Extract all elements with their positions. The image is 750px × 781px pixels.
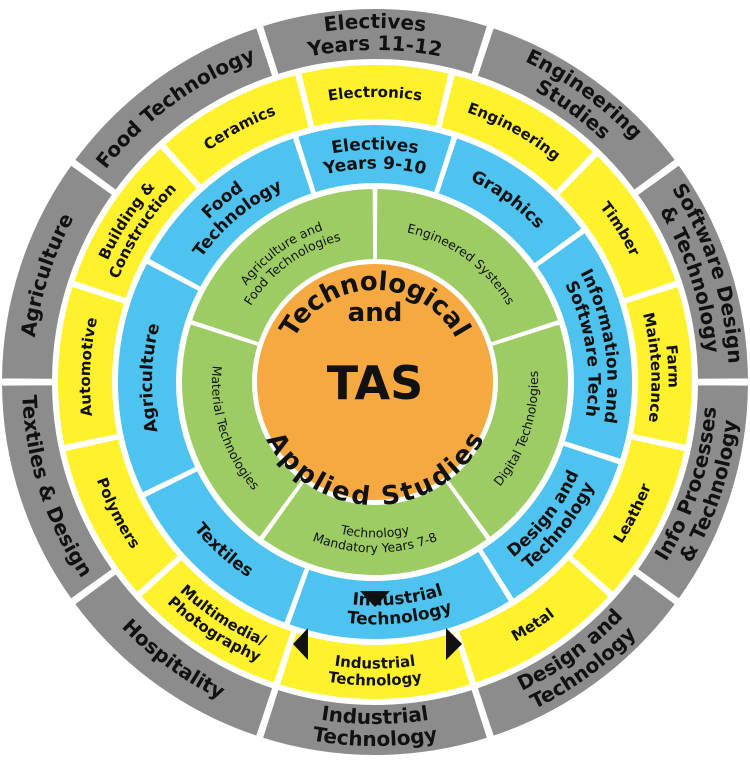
blue-segment-design-and-technology	[479, 443, 622, 602]
yellow-segment-farm-maintenance	[623, 284, 694, 448]
grey-segment-textiles-design	[0, 383, 115, 602]
grey-segment-info-processes-technology	[635, 383, 750, 602]
green-segment-agriculture-and-food-technologies	[189, 186, 376, 345]
green-segment-technology-mandatory-years-7-8	[260, 479, 490, 577]
grey-segment-design-and-technology	[475, 571, 678, 739]
yellow-segment-multimedia-photography	[138, 557, 294, 686]
grey-segment-hospitality	[72, 571, 275, 739]
yellow-segment-engineering	[438, 72, 596, 194]
industrial-technology-arrows	[293, 591, 462, 660]
green-segment-digital-technologies	[445, 322, 570, 540]
blue-segment-electives-years-9-10-label-line-1: Electives	[330, 134, 420, 158]
green-segment-technology-mandatory-years-7-8-label-line-1: Technology	[339, 522, 411, 541]
yellow-segment-timber	[556, 153, 679, 301]
blue-segment-electives-years-9-10	[295, 123, 455, 195]
grey-segment-engineering-studies	[475, 25, 678, 193]
yellow-segment-ceramics	[162, 72, 312, 188]
grey-segment-industrial-technology-label-line-1: Industrial	[320, 701, 430, 729]
arrow-right-icon	[446, 628, 462, 660]
center-disc	[257, 264, 493, 500]
yellow-segment-industrial-technology-label-line-2: Technology	[327, 668, 423, 690]
blue-segment-textiles	[142, 468, 308, 626]
grey-segment-industrial-technology	[260, 687, 490, 757]
green-segment-material-technologies	[180, 322, 305, 540]
grey-segment-food-technology	[72, 25, 275, 193]
center-title-and: and	[348, 298, 403, 328]
grey-segment-electives-years-11-12-label-line-1: Electives	[322, 9, 427, 37]
blue-segment-agriculture	[116, 261, 201, 495]
blue-segment-information-and-software-tech	[534, 230, 634, 462]
grey-segment-software-design-technology	[635, 162, 750, 381]
grey-segment-agriculture	[0, 162, 115, 381]
green-segment-engineered-systems	[374, 186, 561, 345]
arrow-down-icon	[360, 591, 390, 607]
yellow-segment-metal	[456, 557, 612, 686]
arrow-left-icon	[293, 628, 308, 660]
yellow-segment-leather	[569, 437, 687, 595]
blue-segment-food-technology	[146, 135, 314, 290]
yellow-segment-building-construction	[71, 145, 200, 301]
blue-segment-graphics	[436, 135, 585, 266]
yellow-segment-automotive	[56, 284, 127, 448]
center-title-tas: TAS	[327, 356, 424, 410]
grey-segment-electives-years-11-12	[260, 7, 490, 77]
yellow-segment-farm-maintenance-label-line-1: Farm	[662, 344, 682, 388]
yellow-segment-electronics	[299, 63, 451, 129]
yellow-segment-industrial-technology	[277, 630, 473, 702]
yellow-segment-polymers	[63, 437, 181, 595]
yellow-segment-industrial-technology-label-line-1: Industrial	[334, 652, 417, 673]
blue-segment-industrial-technology	[287, 549, 512, 641]
